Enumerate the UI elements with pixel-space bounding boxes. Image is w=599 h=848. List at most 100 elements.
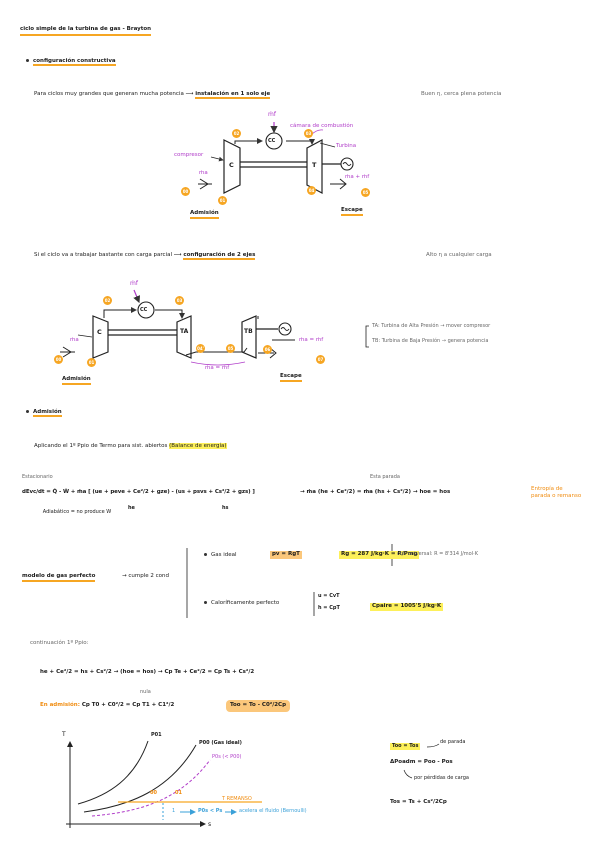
air-flow-label-1: ṁa (199, 170, 208, 176)
point-01-2: 01 (87, 358, 96, 367)
config-line-1-text: Para ciclos muy grandes que generan much… (34, 91, 184, 97)
p00-curve-label: P00 (Gas ideal) (199, 740, 242, 746)
bullet (26, 59, 29, 62)
axis-t-label: T (62, 731, 66, 738)
bullet (204, 601, 207, 604)
graph-point-00: 00 (150, 790, 157, 796)
point-05-2: 05 (226, 344, 235, 353)
point-05-1: 05 (361, 188, 370, 197)
cc-label-2: CC (140, 307, 148, 313)
nula-note: nula (140, 689, 151, 695)
energy-balance-equation: dEvc/dt = Q̇ - Ẇ + ṁa [ (ue + peve + Ce²… (22, 489, 255, 495)
config-line-2-text: Si el ciclo va a trabajar bastante con c… (34, 252, 172, 258)
page-title: ciclo simple de la turbina de gas - Bray… (20, 26, 152, 36)
cc-label-1: CC (268, 138, 276, 144)
exhaust-flow-label-1: ṁa + ṁf (345, 174, 370, 180)
ta-definition: TA: Turbina de Alta Presión → mover comp… (372, 323, 491, 329)
too-result: Too = To - C0²/2Cp (226, 700, 291, 712)
turbine-shape-1 (306, 139, 323, 194)
delta-p-equation: ΔPoadm = Poo - Pos (390, 759, 453, 765)
calorificamente-item: Caloríficamente perfecto (204, 600, 279, 607)
graph-point-01: 01 (175, 790, 182, 796)
enthalpy-equation: he + Ce²/2 = hs + Cs²/2 → (hoe = hos) → … (40, 669, 255, 675)
air-flow-label-2: ṁa (70, 337, 79, 343)
config-line-2: Si el ciclo va a trabajar bastante con c… (34, 252, 256, 260)
first-law-line: Aplicando el 1º Ppio de Termo para sist.… (34, 443, 227, 450)
compressor-caption-1: compresor (174, 152, 204, 158)
compressor-label-1: C (229, 161, 234, 169)
modelo-gas-perfecto: modelo de gas perfecto (22, 573, 96, 582)
point-04-1: 04 (307, 186, 316, 195)
exhaust-flow-label-2: ṁa = ṁf (299, 337, 324, 343)
en-admision-label: En admisión: (40, 702, 80, 708)
arrow-icon: ⟶ (185, 91, 196, 97)
bullet (26, 410, 29, 413)
acelera-label: acelera el fluido (Bernoulli) (239, 808, 307, 814)
t-remanso-label: T REMANSO (222, 796, 252, 802)
entropia-note: Entropía de parada o remanso (531, 486, 582, 499)
axis-s-label: s (208, 821, 212, 828)
point-03-2: 03 (175, 296, 184, 305)
section-config: configuración constructiva (26, 58, 116, 66)
point-03-1: 03 (304, 129, 313, 138)
first-law-text: Aplicando el 1º Ppio de Termo para sist.… (34, 443, 168, 449)
continuacion-label: continuación 1º Ppio: (30, 640, 89, 646)
rg-equation: Rg = 287 J/kg·K = R/Pmg (339, 551, 420, 559)
config-line-1-note: Buen η, cerca plena potencia (421, 91, 502, 97)
graph-point-1: 1 (172, 808, 176, 814)
ideal-gas-equation: pv = RgT (270, 551, 302, 559)
admision-eq-line: En admisión: Cp T0 + C0²/2 = Cp T1 + C1²… (40, 702, 175, 709)
hs-underbrace-label: hs (222, 505, 229, 511)
gas-ideal-label: Gas ideal (211, 552, 237, 558)
admision-equation: Cp T0 + C0²/2 = Cp T1 + C1²/2 (81, 702, 175, 708)
cp-aire: Cpaire = 1005'5 J/kg·K (370, 603, 444, 611)
p00-curve (83, 744, 197, 813)
config-line-1: Para ciclos muy grandes que generan much… (34, 91, 271, 99)
tb-definition: TB: Turbina de Baja Presión → genera pot… (372, 338, 489, 344)
arrow-icon: ⟶ (173, 252, 184, 258)
section-admision-heading: Admisión (33, 409, 62, 417)
esta-parada-note: Esta parada (370, 474, 400, 480)
estacionario-note: Estacionario (22, 474, 53, 480)
adiabatico-note: Adiabático = no produce W (42, 509, 112, 515)
u-equation: u = CvT (318, 593, 340, 599)
mid-flow-label: ṁa = ṁf (205, 365, 230, 371)
bullet (204, 553, 207, 556)
escape-label-2: Escape (280, 373, 302, 382)
stagnation-equation: → ṁa (he + Ce²/2) = ṁa (hs + Cs²/2) → ho… (300, 489, 451, 495)
section-config-heading: configuración constructiva (33, 58, 116, 66)
config-line-2-note: Alto η a cualquier carga (426, 252, 492, 258)
point-02-2: 02 (103, 296, 112, 305)
cumple-conditions: → cumple 2 cond (122, 573, 169, 579)
turbine-label-1: T (312, 161, 317, 169)
turbine-tb-label: TB (244, 328, 253, 335)
pos-ps-label: P0s < Ps (198, 808, 223, 814)
first-law-highlight: (Balance de energía) (169, 443, 227, 449)
config-line-2-highlight: configuración de 2 ejes (183, 252, 256, 260)
point-00-1: 00 (181, 187, 190, 196)
p01-curve (77, 740, 149, 805)
h-equation: h = CpT (318, 605, 340, 611)
p01-curve-label: P01 (151, 732, 162, 738)
perdidas-note: por pérdidas de carga (414, 775, 469, 781)
point-04-2: 04' (196, 344, 205, 353)
compressor-label-2: C (97, 328, 102, 336)
r-universal: cte. universal: R = 8'314 J/mol·K (397, 551, 478, 557)
escape-label-1: Escape (341, 207, 363, 216)
point-01-1: 01 (218, 196, 227, 205)
config-line-1-highlight: instalación en 1 solo eje (195, 91, 271, 99)
point-00-2: 00 (54, 355, 63, 364)
too-tos-note: Too = Tos (390, 743, 421, 750)
turbine-caption-1: Turbina (336, 143, 357, 149)
section-admision: Admisión (26, 409, 62, 417)
compressor-shape-1 (223, 139, 241, 194)
cc-caption-1: cámara de combustión (290, 123, 354, 129)
turbine-ta-label: TA (180, 328, 189, 335)
admision-label-2: Admisión (62, 376, 91, 385)
de-parada-note: de parada (440, 739, 466, 745)
tos-equation: Tos = Ts + Cs²/2Cp (390, 799, 447, 805)
